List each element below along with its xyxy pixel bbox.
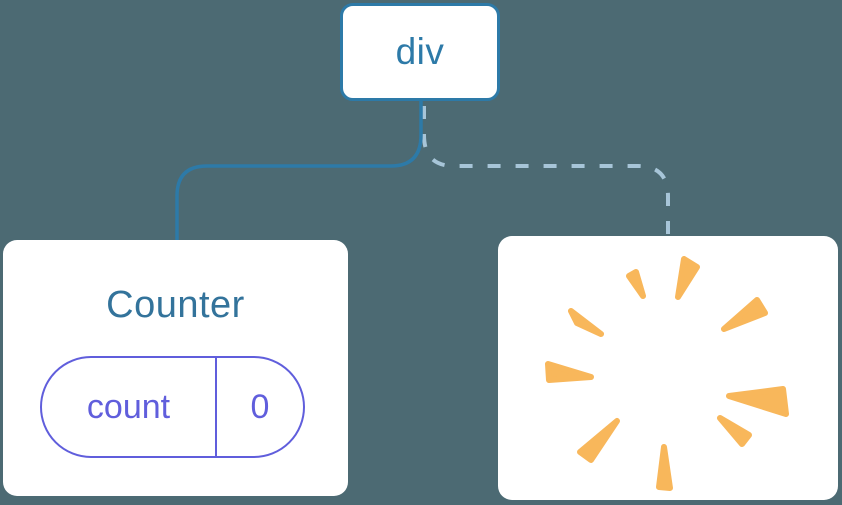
poof-ray — [726, 386, 789, 417]
state-pill: count 0 — [40, 356, 305, 458]
root-node-label: div — [395, 31, 445, 72]
poof-ray — [577, 418, 620, 463]
poof-ray — [545, 361, 594, 383]
dashed-link — [422, 106, 670, 234]
poof-burst-icon — [545, 256, 789, 491]
poof-ray — [717, 415, 752, 447]
state-value: 0 — [250, 387, 270, 426]
state-name: count — [42, 358, 217, 456]
counter-component-card: Counter count 0 — [3, 240, 348, 496]
poof-ray — [568, 308, 604, 337]
solid-link — [175, 101, 423, 241]
poof-ray — [675, 256, 700, 300]
removed-component-card — [498, 236, 838, 500]
poof-ray — [656, 444, 673, 491]
counter-title: Counter — [106, 284, 245, 326]
poof-ray — [626, 269, 646, 299]
root-node-div: div — [340, 3, 500, 101]
poof-ray — [721, 297, 768, 332]
